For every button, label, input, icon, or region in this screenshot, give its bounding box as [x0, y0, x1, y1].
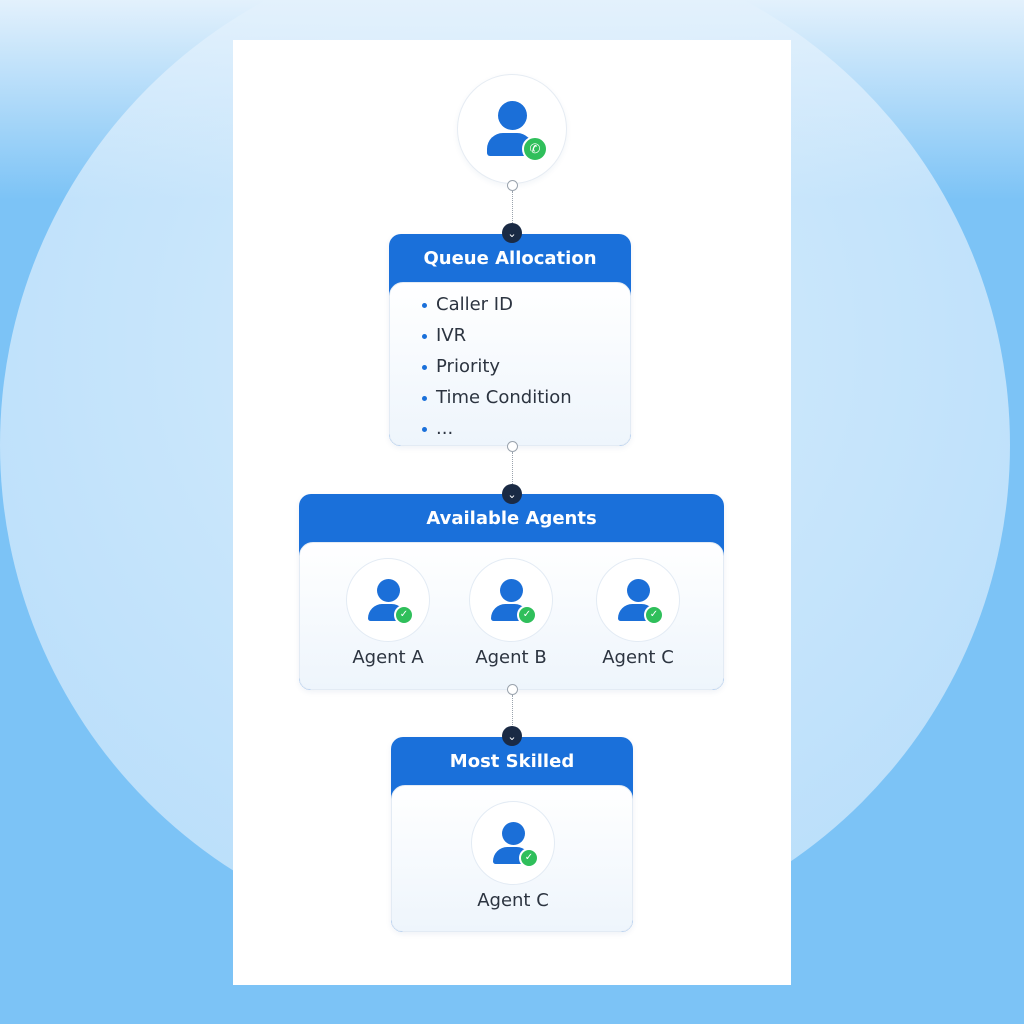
check-icon: ✓ [644, 605, 664, 625]
chevron-down-icon: ⌄ [502, 726, 522, 746]
user-icon [487, 101, 535, 159]
list-item: Priority [422, 355, 572, 386]
available-agents-box: Available Agents ✓ Agent A ✓ Agent B [299, 494, 724, 690]
list-item: IVR [422, 324, 572, 355]
caller-node: ✆ [457, 74, 567, 184]
chevron-down-icon: ⌄ [502, 484, 522, 504]
agent-c-label: Agent C [602, 647, 674, 668]
agent-a-label: Agent A [352, 647, 424, 668]
phone-icon: ✆ [522, 136, 548, 162]
check-icon: ✓ [517, 605, 537, 625]
agent-b-label: Agent B [475, 647, 547, 668]
connector-line [512, 452, 513, 486]
agent-c-avatar: ✓ [596, 558, 680, 642]
list-item: Time Condition [422, 386, 572, 417]
chevron-down-icon: ⌄ [502, 223, 522, 243]
agent-a-avatar: ✓ [346, 558, 430, 642]
most-skilled-agent-label: Agent C [477, 890, 549, 911]
most-skilled-title: Most Skilled [449, 750, 575, 772]
check-icon: ✓ [394, 605, 414, 625]
list-item: ... [422, 417, 572, 446]
criteria-list: Caller ID IVR Priority Time Condition ..… [422, 293, 572, 446]
most-skilled-box: Most Skilled ✓ Agent C [391, 737, 633, 932]
connector-dot [507, 180, 518, 191]
check-icon: ✓ [519, 848, 539, 868]
connector-dot [507, 441, 518, 452]
connector-dot [507, 684, 518, 695]
list-item: Caller ID [422, 293, 572, 324]
queue-allocation-title: Queue Allocation [423, 247, 597, 269]
available-agents-title: Available Agents [426, 507, 597, 529]
connector-line [512, 695, 513, 727]
queue-allocation-box: Queue Allocation Caller ID IVR Priority … [389, 234, 631, 446]
agent-b-avatar: ✓ [469, 558, 553, 642]
most-skilled-avatar: ✓ [471, 801, 555, 885]
connector-line [512, 191, 513, 225]
